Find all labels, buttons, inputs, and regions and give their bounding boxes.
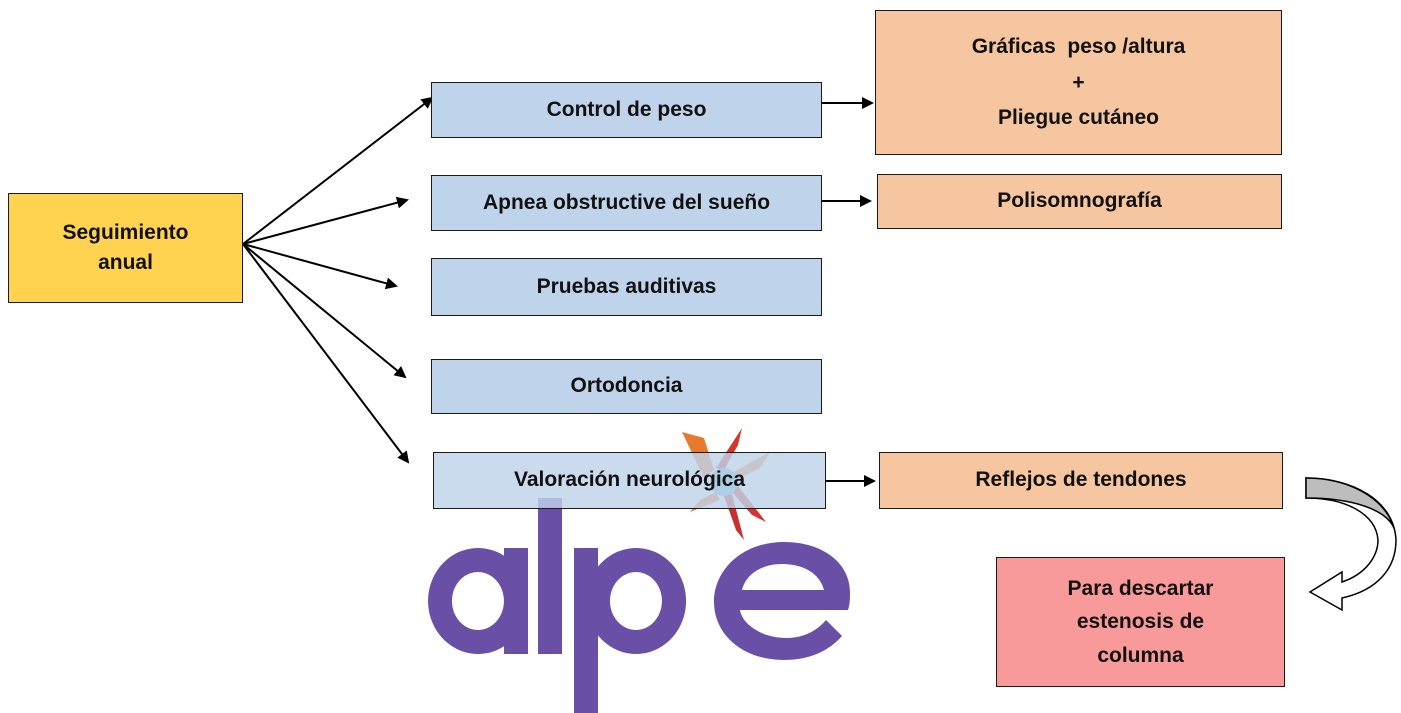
arrow-to-valoracion <box>242 243 410 464</box>
outcome-graficas: Gráficas peso /altura + Pliegue cutáneo <box>875 10 1282 155</box>
branch-pruebas: Pruebas auditivas <box>431 258 822 316</box>
graficas-line1: Gráficas peso /altura <box>971 34 1186 58</box>
graficas-line3: Pliegue cutáneo <box>997 106 1160 130</box>
conclusion-line2: estenosis de <box>1076 610 1205 634</box>
conclusion-line3: columna <box>1097 643 1184 667</box>
outcome-reflejos: Reflejos de tendones <box>879 452 1283 509</box>
root-node: Seguimiento anual <box>8 193 243 303</box>
branch-ortodoncia: Ortodoncia <box>431 359 822 414</box>
root-label-line1: Seguimiento <box>62 220 189 244</box>
arrow-to-ortodoncia <box>242 243 407 379</box>
arrow-to-apnea <box>242 196 409 245</box>
outcome-polisomnografia: Polisomnografía <box>877 174 1282 229</box>
conclusion-node: Para descartar estenosis de columna <box>996 557 1285 687</box>
branch-apnea: Apnea obstructive del sueño <box>431 175 822 231</box>
arrow-to-pruebas <box>242 243 398 290</box>
graficas-line2: + <box>1072 70 1085 94</box>
branch-control-peso: Control de peso <box>431 82 822 138</box>
branch-valoracion: Valoración neurológica <box>433 452 826 509</box>
root-label-line2: anual <box>98 251 153 274</box>
logo-letters <box>428 498 850 713</box>
arrow-to-control-peso <box>242 96 434 245</box>
conclusion-line1: Para descartar <box>1067 576 1214 600</box>
